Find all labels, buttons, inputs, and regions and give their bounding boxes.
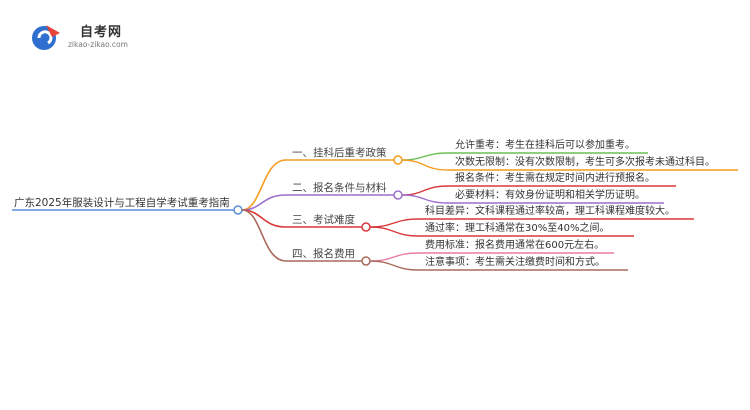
site-logo[interactable]: 自考网 zikao-zikao.com <box>30 20 140 54</box>
branch-4-label: 四、报名费用 <box>292 248 355 260</box>
leaf3b-curve <box>369 226 419 237</box>
leaf-3-2: 通过率：理工科通常在30%至40%之间。 <box>425 223 610 234</box>
leaf-2-1: 报名条件：考生需在规定时间内进行预报名。 <box>455 173 655 184</box>
leaf4a-curve <box>369 252 419 262</box>
branch2-dot <box>393 190 403 200</box>
branch3-dot <box>361 222 371 232</box>
leaf1a-curve <box>401 152 449 161</box>
logo-mark-icon <box>32 25 60 50</box>
branch1-curve <box>241 159 287 211</box>
leaf1b-curve <box>401 159 449 171</box>
branch-1-label: 一、挂科后重考政策 <box>292 147 387 159</box>
leaf3a-curve <box>369 218 419 228</box>
branch1-dot <box>393 155 403 165</box>
leaf-2-2: 必要材料：有效身份证明和相关学历证明。 <box>455 190 645 201</box>
root-topic: 广东2025年服装设计与工程自学考试重考指南 <box>14 197 230 209</box>
leaf-1-2: 次数无限制：没有次数限制，考生可多次报考未通过科目。 <box>455 157 715 168</box>
branch-2-label: 二、报名条件与材料 <box>292 182 387 194</box>
leaf-3-1: 科目差异：文科课程通过率较高，理工科课程难度较大。 <box>425 206 675 217</box>
branch-3-label: 三、考试难度 <box>292 214 355 226</box>
root-node-dot <box>233 205 243 215</box>
leaf-4-2: 注意事项：考生需关注缴费时间和方式。 <box>425 257 605 268</box>
logo-name: 自考网 <box>80 25 123 40</box>
logo-url: zikao-zikao.com <box>68 40 128 49</box>
branch4-curve <box>241 209 287 262</box>
leaf-1-1: 允许重考：考生在挂科后可以参加重考。 <box>455 140 635 151</box>
leaf2a-curve <box>401 185 449 196</box>
leaf-4-1: 费用标准：报名费用通常在600元左右。 <box>425 240 605 251</box>
leaf2b-curve <box>401 194 449 204</box>
branch4-dot <box>361 256 371 266</box>
leaf4b-curve <box>369 260 419 271</box>
